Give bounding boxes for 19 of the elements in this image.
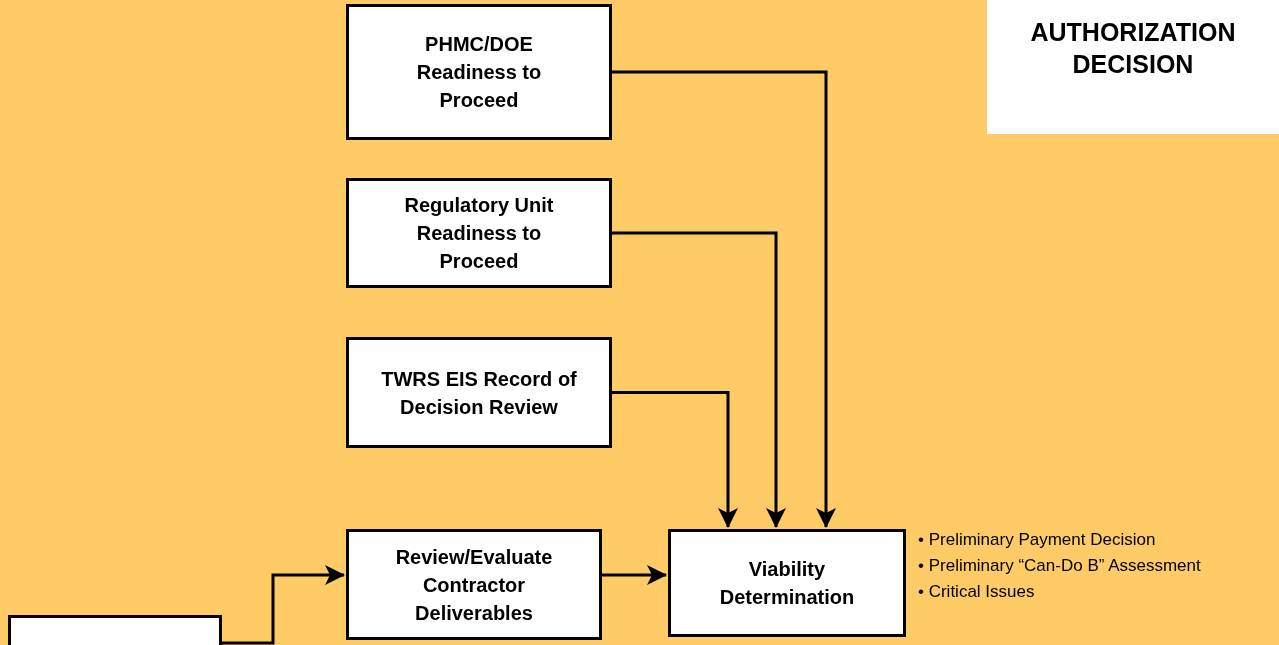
bullet-note: • Preliminary Payment Decision xyxy=(918,529,1157,551)
process-box xyxy=(346,337,612,448)
arrow xyxy=(602,565,667,585)
title: AUTHORIZATION DECISION xyxy=(1029,17,1237,80)
arrow xyxy=(612,70,836,528)
bullet-note: • Critical Issues xyxy=(918,581,1036,603)
box-label: PHMC/DOE Readiness to Proceed xyxy=(415,32,543,113)
process-box xyxy=(668,529,906,637)
box-label: Regulatory Unit Readiness to Proceed xyxy=(403,193,555,274)
box-label: TWRS EIS Record of Decision Review xyxy=(380,366,578,420)
arrow xyxy=(222,565,345,645)
process-box xyxy=(346,4,612,140)
process-box xyxy=(346,529,602,640)
process-box xyxy=(346,178,612,288)
arrow xyxy=(612,231,786,528)
box-label: Viability Determination xyxy=(718,557,856,610)
arrow xyxy=(612,391,738,528)
box-label: Review/Evaluate Contractor Deliverables xyxy=(394,544,554,626)
bullet-note: • Preliminary “Can-Do B” Assessment xyxy=(918,555,1201,577)
